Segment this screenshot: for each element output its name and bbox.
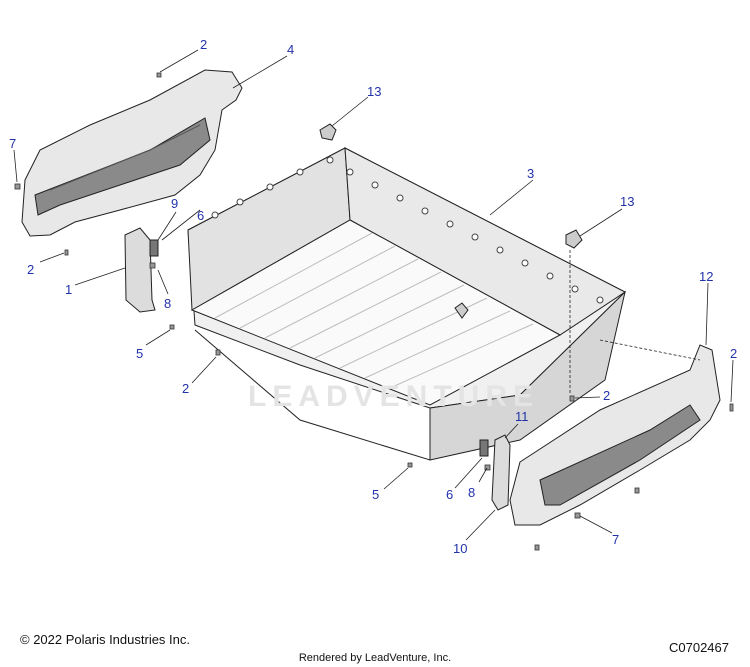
callout-8: 8 (164, 296, 172, 311)
leader-lines (13, 49, 734, 541)
left-side-panel (21, 69, 243, 237)
callout-4: 4 (287, 42, 295, 57)
callout-5: 5 (372, 487, 380, 502)
right-side-panel (509, 344, 721, 526)
callout-11: 11 (515, 409, 529, 424)
copyright-text: © 2022 Polaris Industries Inc. (20, 632, 190, 647)
callout-10: 10 (453, 541, 468, 556)
callout-13: 13 (367, 84, 382, 99)
callout-2: 2 (27, 262, 35, 277)
callout-9: 9 (171, 196, 179, 211)
callout-5: 5 (136, 346, 144, 361)
rendered-by-text: Rendered by LeadVenture, Inc. (298, 652, 452, 664)
callout-2: 2 (182, 381, 190, 396)
callout-13: 13 (620, 194, 635, 209)
right-latch (479, 439, 489, 457)
watermark: LEADVENTURE (248, 380, 540, 413)
callout-6: 6 (446, 487, 454, 502)
drawing-number: C0702467 (669, 640, 729, 655)
left-bracket (124, 227, 156, 313)
callout-3: 3 (527, 166, 535, 181)
callout-12: 12 (699, 269, 714, 284)
callout-2: 2 (730, 346, 738, 361)
callout-7: 7 (9, 136, 17, 151)
callout-2: 2 (603, 388, 611, 403)
callout-1: 1 (65, 282, 73, 297)
right-bracket (491, 434, 511, 511)
tie-down-clip-left (319, 123, 337, 141)
callout-7: 7 (612, 532, 620, 547)
callout-6: 6 (197, 208, 205, 223)
callout-2: 2 (200, 37, 208, 52)
tie-down-clip-right (565, 229, 583, 249)
truck-bed (187, 147, 626, 461)
tie-down-clip-bed (454, 302, 469, 319)
left-latch (149, 239, 159, 257)
callout-8: 8 (468, 485, 476, 500)
fasteners (14, 72, 734, 551)
